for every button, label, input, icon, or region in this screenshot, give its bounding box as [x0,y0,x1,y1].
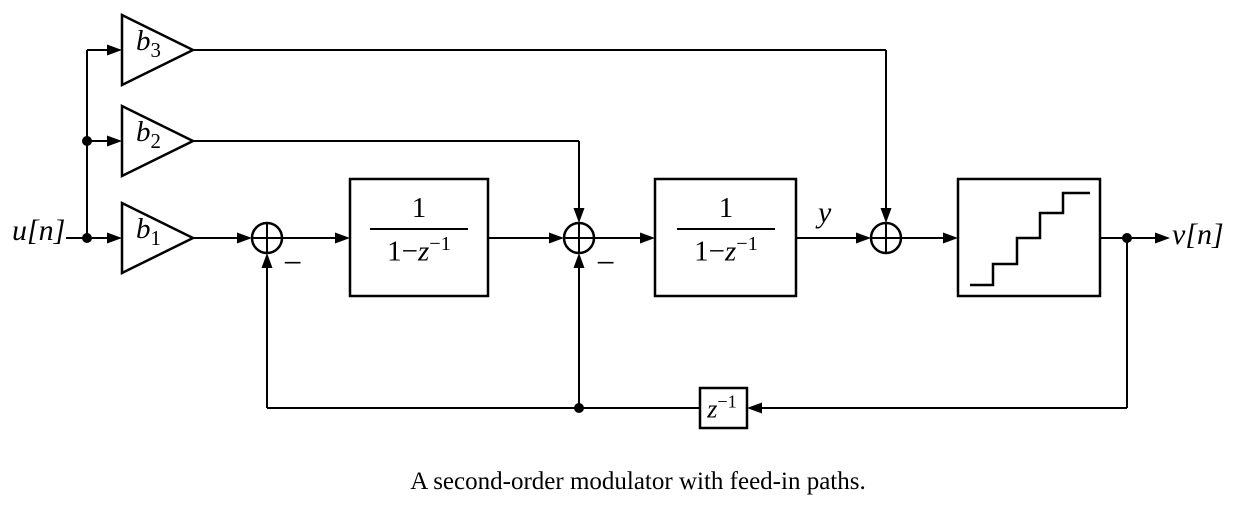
junction-dot-output [1122,233,1132,243]
arrowhead-into-b3 [107,44,122,56]
fraction-bar [370,228,468,230]
figure-caption: A second-order modulator with feed-in pa… [410,468,866,495]
arrowhead-to-output [1155,232,1170,244]
junction-dot-b2-branch [82,136,92,146]
arrowhead-into-b1 [107,232,122,244]
fraction-bar [677,228,775,230]
minus-sign-summer2: − [596,245,616,282]
arrowhead-into-summer3 [856,232,871,244]
arrowhead-into-b2 [107,135,122,147]
output-label: v[n] [1172,218,1224,251]
integrator-2-numerator: 1 [718,192,734,224]
arrowhead-into-delay [747,402,762,414]
integrator-2-label: 1 1−z−1 [677,192,775,269]
gain-b3-triangle [120,12,196,88]
junction-dot-input [82,233,92,243]
integrator-1-numerator: 1 [411,192,427,224]
integrator-2-denominator: 1−z−1 [694,233,758,268]
input-label: u[n] [12,214,66,247]
minus-sign-summer1: − [283,245,303,282]
gain-b3-label: b3 [136,25,161,62]
delay-label: z−1 [707,391,737,424]
arrowhead-into-integrator1 [335,232,350,244]
arrowhead-into-summer2 [549,232,564,244]
intermediate-y-label: y [818,196,832,229]
integrator-2-box [653,177,798,298]
arrowhead-into-integrator2 [640,232,655,244]
arrowhead-b3-into-summer3-top [880,208,892,223]
arrowhead-into-summer1 [237,232,252,244]
integrator-1-box [348,177,490,298]
junction-dot-feedback [574,403,584,413]
integrator-1-denominator: 1−z−1 [387,233,451,268]
delay-box [698,386,749,430]
gain-b2-triangle [120,103,196,179]
integrator-1-label: 1 1−z−1 [370,192,468,269]
gain-b2-label: b2 [136,116,161,153]
arrowhead-into-quantizer [943,232,958,244]
arrowhead-feedback-into-summer1 [261,253,273,268]
quantizer-staircase-icon [970,191,1090,287]
arrowhead-b2-into-summer2-top [573,208,585,223]
gain-b1-label: b1 [136,213,161,250]
arrowhead-feedback-into-summer2 [573,253,585,268]
gain-b1-triangle [120,200,196,276]
